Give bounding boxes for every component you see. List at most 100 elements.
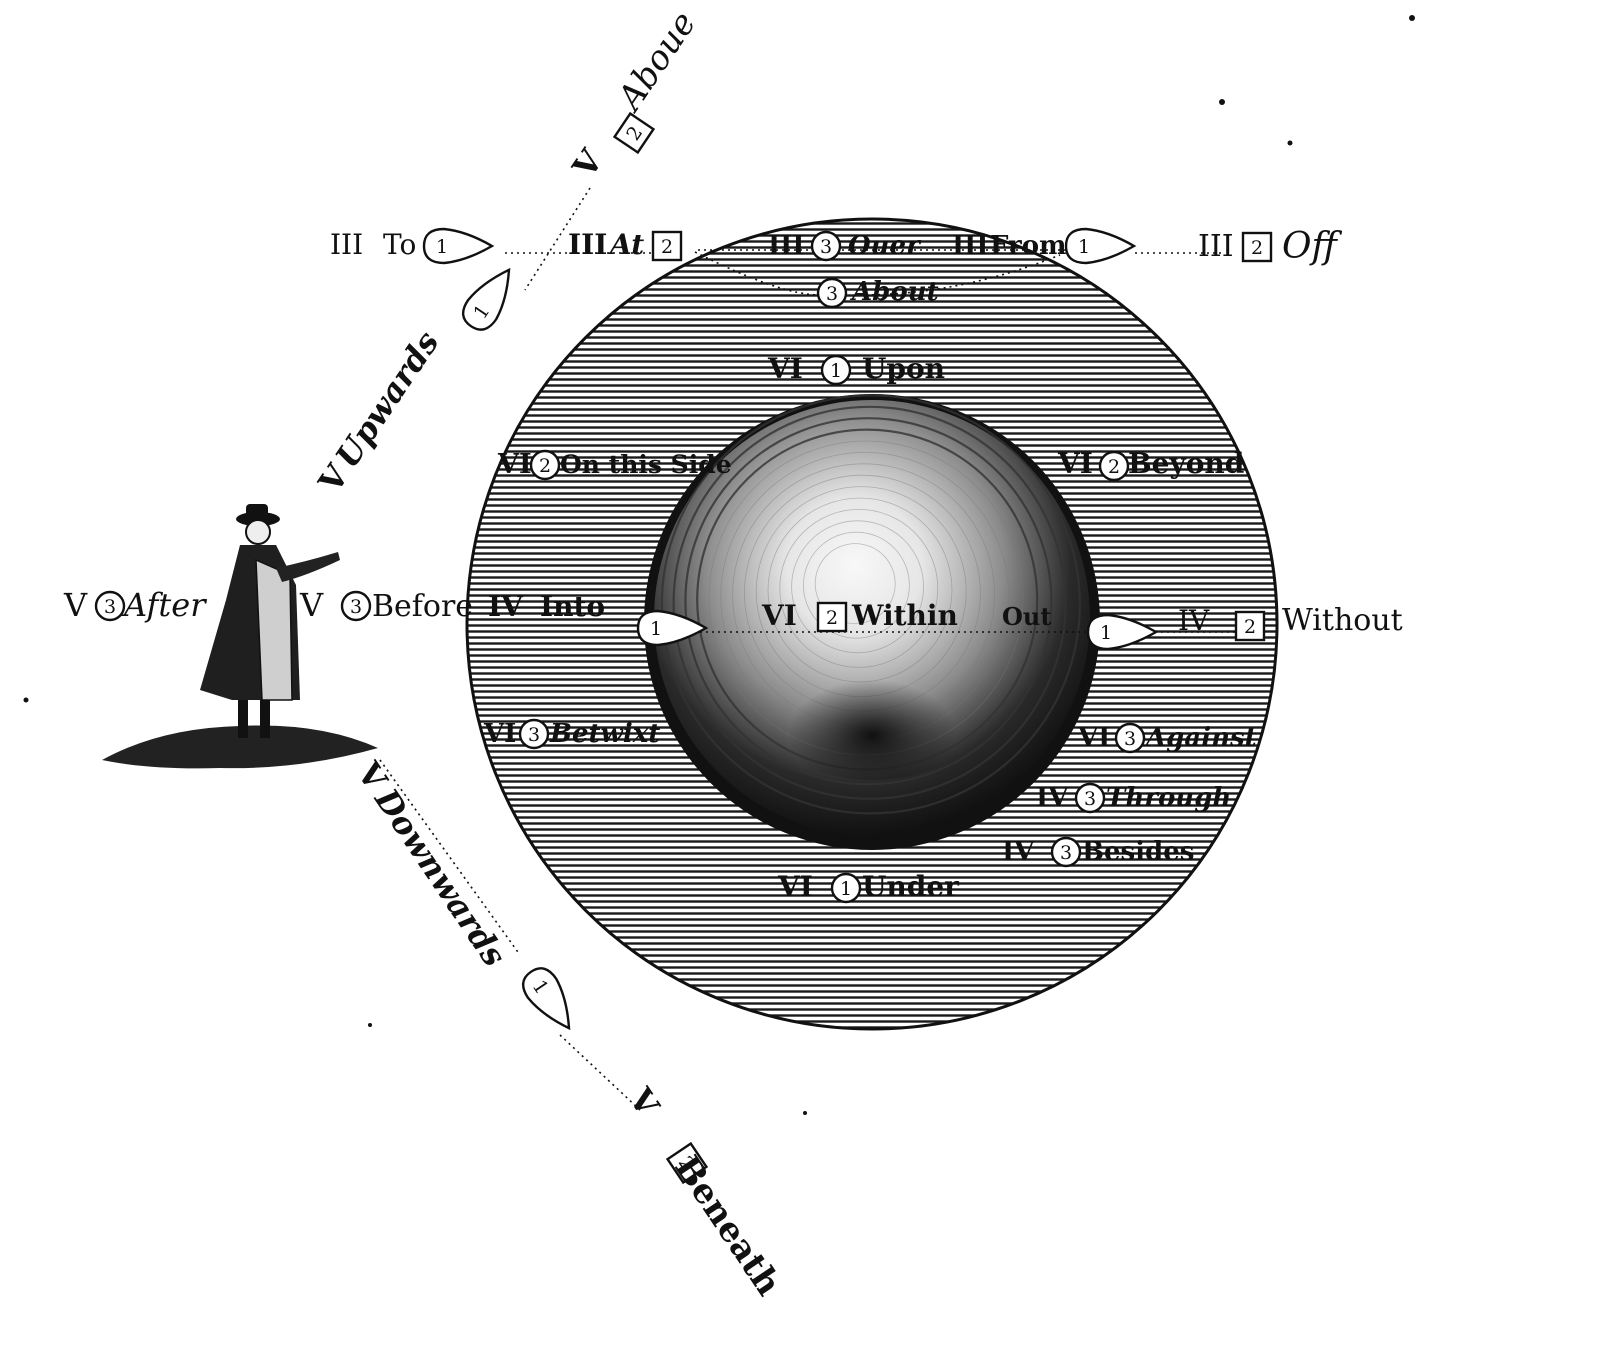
label-off-word: Off bbox=[1282, 226, 1343, 267]
label-downwards-word: Downwards bbox=[367, 781, 514, 973]
label-through-word: Through bbox=[1106, 783, 1231, 813]
speckle-dots bbox=[23, 15, 1415, 1115]
marker-betwixt-number: 3 bbox=[528, 724, 540, 746]
label-about-word: About bbox=[849, 277, 939, 307]
marker-off: 2 bbox=[1241, 231, 1273, 263]
label-within-word: Within bbox=[851, 599, 958, 632]
sphere-engraving-rings bbox=[660, 394, 1081, 815]
figure-standing-man bbox=[102, 504, 378, 769]
label-into: IV Into bbox=[488, 590, 605, 623]
label-from: III From bbox=[952, 231, 1067, 261]
marker-besides: 3 bbox=[1050, 836, 1082, 868]
label-after: V After bbox=[63, 586, 207, 624]
label-to: III To bbox=[330, 228, 416, 261]
marker-through-number: 3 bbox=[1084, 788, 1096, 810]
label-under-word: Under bbox=[862, 870, 960, 903]
label-out: Out bbox=[1002, 602, 1051, 631]
marker-against-number: 3 bbox=[1124, 728, 1136, 750]
label-upwards-word: Upwards bbox=[328, 324, 447, 474]
marker-at-number: 2 bbox=[661, 236, 673, 258]
label-without-word: Without bbox=[1282, 603, 1403, 638]
label-without: IV Without bbox=[1178, 603, 1403, 638]
label-above-word: Aboue bbox=[608, 4, 704, 119]
ground-patch bbox=[102, 725, 378, 769]
label-beyond-prefix: VI bbox=[1057, 447, 1093, 480]
label-upon-word: Upon bbox=[862, 352, 945, 385]
marker-about-number: 3 bbox=[826, 283, 838, 305]
pointing-arm bbox=[276, 552, 340, 582]
label-downwards: V Downwards bbox=[349, 754, 514, 973]
marker-on-this-side-number: 2 bbox=[539, 455, 551, 477]
marker-betwixt: 3 bbox=[518, 718, 550, 750]
marker-to-number: 1 bbox=[436, 236, 448, 258]
label-betwixt-prefix: VI bbox=[483, 719, 516, 749]
label-before: V Before bbox=[299, 586, 473, 624]
marker-over: 3 bbox=[810, 230, 842, 262]
label-off-prefix: III bbox=[1198, 229, 1234, 264]
label-off: III Off bbox=[1198, 226, 1343, 267]
label-betwixt-word: Betwixt bbox=[549, 719, 660, 749]
label-against: VI Against bbox=[1077, 723, 1257, 753]
label-into-word: Into bbox=[540, 590, 605, 623]
marker-against: 3 bbox=[1114, 722, 1146, 754]
label-from-prefix: III bbox=[952, 231, 989, 261]
label-over-word: Ouer bbox=[848, 231, 922, 261]
marker-after-number: 3 bbox=[104, 596, 116, 618]
label-against-word: Against bbox=[1143, 723, 1257, 753]
label-over-prefix: III bbox=[768, 231, 805, 261]
marker-after: 3 bbox=[94, 590, 126, 622]
label-besides: IV Besides bbox=[1002, 837, 1194, 867]
label-betwixt: VI Betwixt bbox=[483, 719, 660, 749]
marker-into-number: 1 bbox=[650, 618, 662, 640]
label-through-prefix: IV bbox=[1036, 783, 1069, 813]
marker-from: 1 bbox=[1064, 227, 1137, 265]
marker-at: 2 bbox=[651, 230, 683, 262]
label-on-this-side: VI On this Side bbox=[497, 449, 732, 480]
guide-lines bbox=[379, 187, 1240, 1111]
marker-out-number: 1 bbox=[1100, 622, 1112, 644]
label-into-prefix: IV bbox=[488, 590, 524, 623]
label-upon: VI Upon bbox=[767, 352, 945, 385]
label-at-prefix: III bbox=[568, 228, 607, 261]
label-to-word: To bbox=[383, 228, 416, 261]
label-beneath: V Beneath bbox=[621, 1080, 789, 1303]
sphere-ring bbox=[684, 417, 1053, 786]
sphere-ring bbox=[672, 405, 1067, 800]
label-at: III At bbox=[568, 228, 644, 261]
marker-beyond: 2 bbox=[1098, 450, 1130, 482]
label-from-word: From bbox=[990, 231, 1067, 261]
label-through: IV Through bbox=[1036, 783, 1231, 813]
label-to-prefix: III bbox=[330, 228, 363, 261]
marker-within: 2 bbox=[816, 601, 848, 633]
label-before-word: Before bbox=[372, 589, 473, 624]
marker-through: 3 bbox=[1074, 782, 1106, 814]
label-above: V Aboue bbox=[565, 4, 705, 185]
marker-above: 2 bbox=[612, 111, 656, 155]
label-before-prefix: V bbox=[299, 586, 324, 624]
marker-within-number: 2 bbox=[826, 607, 838, 629]
marker-upon: 1 bbox=[820, 354, 852, 386]
label-on-this-side-prefix: VI bbox=[497, 449, 532, 480]
marker-besides-number: 3 bbox=[1060, 842, 1072, 864]
marker-upwards: 1 bbox=[462, 267, 511, 331]
label-besides-word: Besides bbox=[1082, 837, 1194, 867]
marker-under-number: 1 bbox=[840, 878, 852, 900]
label-without-prefix: IV bbox=[1178, 604, 1210, 637]
marker-without: 2 bbox=[1234, 610, 1266, 642]
marker-before-number: 3 bbox=[350, 596, 362, 618]
label-upwards: V Upwards bbox=[311, 324, 447, 500]
inner-sphere bbox=[644, 394, 1100, 850]
marker-beyond-number: 2 bbox=[1108, 456, 1120, 478]
label-at-word: At bbox=[607, 228, 644, 261]
marker-downwards: 1 bbox=[522, 967, 571, 1031]
label-against-prefix: VI bbox=[1077, 723, 1110, 753]
marker-out: 1 bbox=[1086, 613, 1159, 651]
label-about: About bbox=[849, 277, 939, 307]
label-under-prefix: VI bbox=[777, 870, 813, 903]
marker-before: 3 bbox=[340, 590, 372, 622]
marker-on-this-side: 2 bbox=[529, 449, 561, 481]
label-within-prefix: VI bbox=[761, 599, 797, 632]
